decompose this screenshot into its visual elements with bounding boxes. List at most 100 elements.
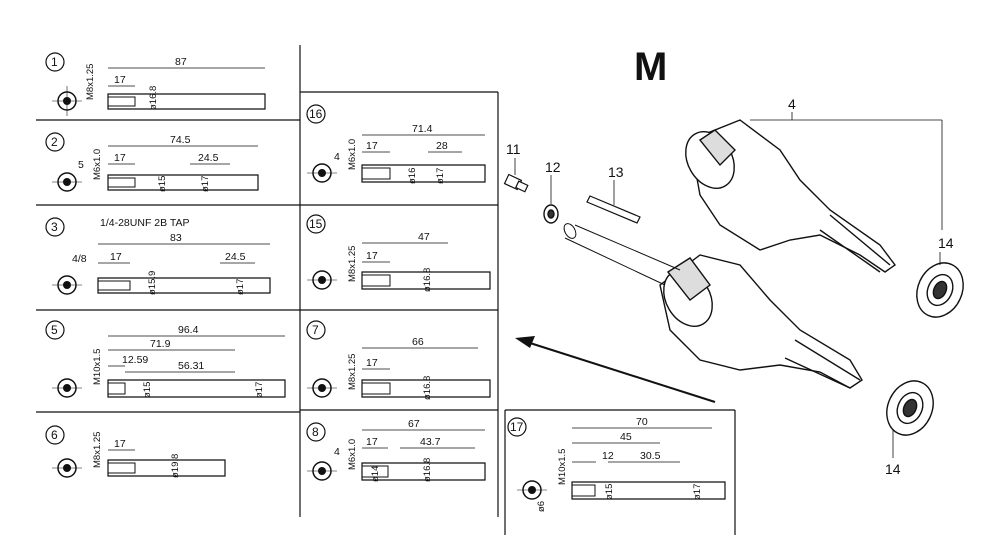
dimension-label: 17	[114, 74, 126, 86]
diameter-label: ø16.8	[148, 86, 159, 110]
diameter-label: ø17	[235, 279, 246, 295]
crankshaft-upper	[685, 119, 896, 273]
dimension-label: 28	[436, 140, 448, 152]
dimension-label: 56.31	[178, 360, 204, 372]
dimension-label: 17	[366, 140, 378, 152]
callout-label: 11	[506, 141, 521, 157]
dimension-label: 71.4	[412, 123, 433, 135]
washer-part	[543, 204, 559, 224]
diameter-label: ø17	[200, 176, 211, 192]
panel-2: 2 74.5 17 24.5 5 M6x1.0 ø15 ø17	[45, 132, 259, 192]
grid-lines	[36, 45, 736, 535]
dimension-label: 17	[114, 438, 126, 450]
panel-number: 6	[51, 428, 58, 442]
dimension-label: 17	[110, 251, 122, 263]
panel-8: 8 67 17 43.7 4 M6x1.0 ø14 ø16.8	[306, 418, 486, 482]
dimension-label: 17	[366, 357, 378, 369]
dimension-label: 45	[620, 431, 632, 443]
dimension-label: 96.4	[178, 324, 199, 336]
dimension-label: 4/8	[72, 253, 87, 265]
section-letter: M	[634, 45, 667, 89]
diameter-label: ø17	[692, 484, 703, 500]
dimension-label: 17	[366, 436, 378, 448]
dimension-label: 87	[175, 56, 187, 68]
thread-label: M8x1.25	[92, 432, 103, 468]
dimension-label: 17	[114, 152, 126, 164]
diameter-label: ø14	[370, 466, 381, 482]
callout-label: 4	[788, 96, 796, 112]
dimension-label: 4	[334, 151, 340, 163]
dimension-label: 74.5	[170, 134, 191, 146]
diameter-label: ø16.8	[422, 268, 433, 292]
panel-number: 5	[51, 323, 58, 337]
thread-label: M10x1.5	[92, 349, 103, 385]
callout-label: 14	[885, 461, 901, 477]
diameter-label: ø16.8	[422, 376, 433, 400]
thread-label: M8x1.25	[347, 246, 358, 282]
direction-arrow	[515, 336, 716, 403]
shaft-profile	[107, 174, 259, 191]
dimension-label: 24.5	[198, 152, 219, 164]
dimension-label: 12	[602, 450, 614, 462]
panel-number-circle	[45, 52, 65, 72]
panel-number: 15	[309, 217, 323, 231]
panel-number: 16	[309, 107, 323, 121]
dimension-label: 66	[412, 336, 424, 348]
panel-number: 7	[312, 323, 319, 337]
panel-1: 1 87 17 M8x1.25 ø16.8	[45, 52, 266, 116]
thread-label: M6x1.0	[347, 439, 358, 470]
bearing-upper	[916, 262, 964, 318]
dimension-label: 71.9	[150, 338, 171, 350]
dimension-label: 43.7	[420, 436, 441, 448]
diameter-label: ø19.8	[170, 454, 181, 478]
shaft-profile	[107, 379, 286, 398]
dimension-label: 83	[170, 232, 182, 244]
diameter-label: ø17	[254, 382, 265, 398]
dimension-label: 12.59	[122, 354, 148, 366]
crankshaft-lower	[659, 254, 863, 389]
dimension-label: 5	[78, 159, 84, 171]
diameter-label: ø15.9	[147, 271, 158, 295]
diameter-label: ø16.8	[422, 458, 433, 482]
thread-label: M8x1.25	[85, 64, 96, 100]
callout-label: 14	[938, 235, 954, 251]
key-part	[586, 195, 641, 224]
panel-number: 1	[51, 55, 58, 69]
callout-label: 13	[608, 164, 624, 180]
panel-15: 15 47 17 M8x1.25 ø16.8	[306, 214, 491, 292]
shaft-profile	[107, 459, 226, 477]
bolt-part	[503, 173, 529, 193]
shaft-profile	[361, 164, 486, 183]
panel-17: 17 70 45 12 30.5 M10x1.5 ø15 ø17 ø6	[507, 416, 726, 512]
panel-number: 3	[51, 220, 58, 234]
shaft-profile	[97, 277, 271, 294]
panel-3: 3 1/4-28UNF 2B TAP 83 17 24.5 4/8 ø15.9 …	[45, 217, 271, 295]
dimension-label: 70	[636, 416, 648, 428]
diameter-label: ø15	[604, 484, 615, 500]
dimension-label: 4	[334, 446, 340, 458]
panel-16: 16 71.4 17 28 4 M6x1.0 ø16 ø17	[306, 104, 486, 184]
callout-label: 12	[545, 159, 561, 175]
leader-lines	[514, 112, 943, 458]
dimension-label: 67	[408, 418, 420, 430]
thread-label: M8x1.25	[347, 354, 358, 390]
diameter-label: ø17	[435, 168, 446, 184]
dimension-label: 30.5	[640, 450, 661, 462]
diameter-label: ø15	[142, 382, 153, 398]
diameter-label: ø16	[407, 168, 418, 184]
panel-7: 7 66 17 M8x1.25 ø16.8	[306, 320, 491, 400]
thread-label: M6x1.0	[347, 139, 358, 170]
shaft-profile	[571, 481, 726, 500]
bearing-lower	[886, 380, 934, 436]
shaft-phantom	[563, 223, 681, 286]
shaft-profile	[361, 462, 486, 481]
panel-5: 5 96.4 71.9 12.59 56.31 M10x1.5 ø15 ø17	[45, 320, 286, 398]
dimension-label: 47	[418, 231, 430, 243]
panel-number: 8	[312, 425, 319, 439]
panel-number: 17	[510, 420, 524, 434]
shaft-profile	[107, 93, 266, 110]
diameter-label: ø15	[157, 176, 168, 192]
diameter-label: ø6	[536, 501, 547, 512]
shaft-profile	[361, 271, 491, 290]
